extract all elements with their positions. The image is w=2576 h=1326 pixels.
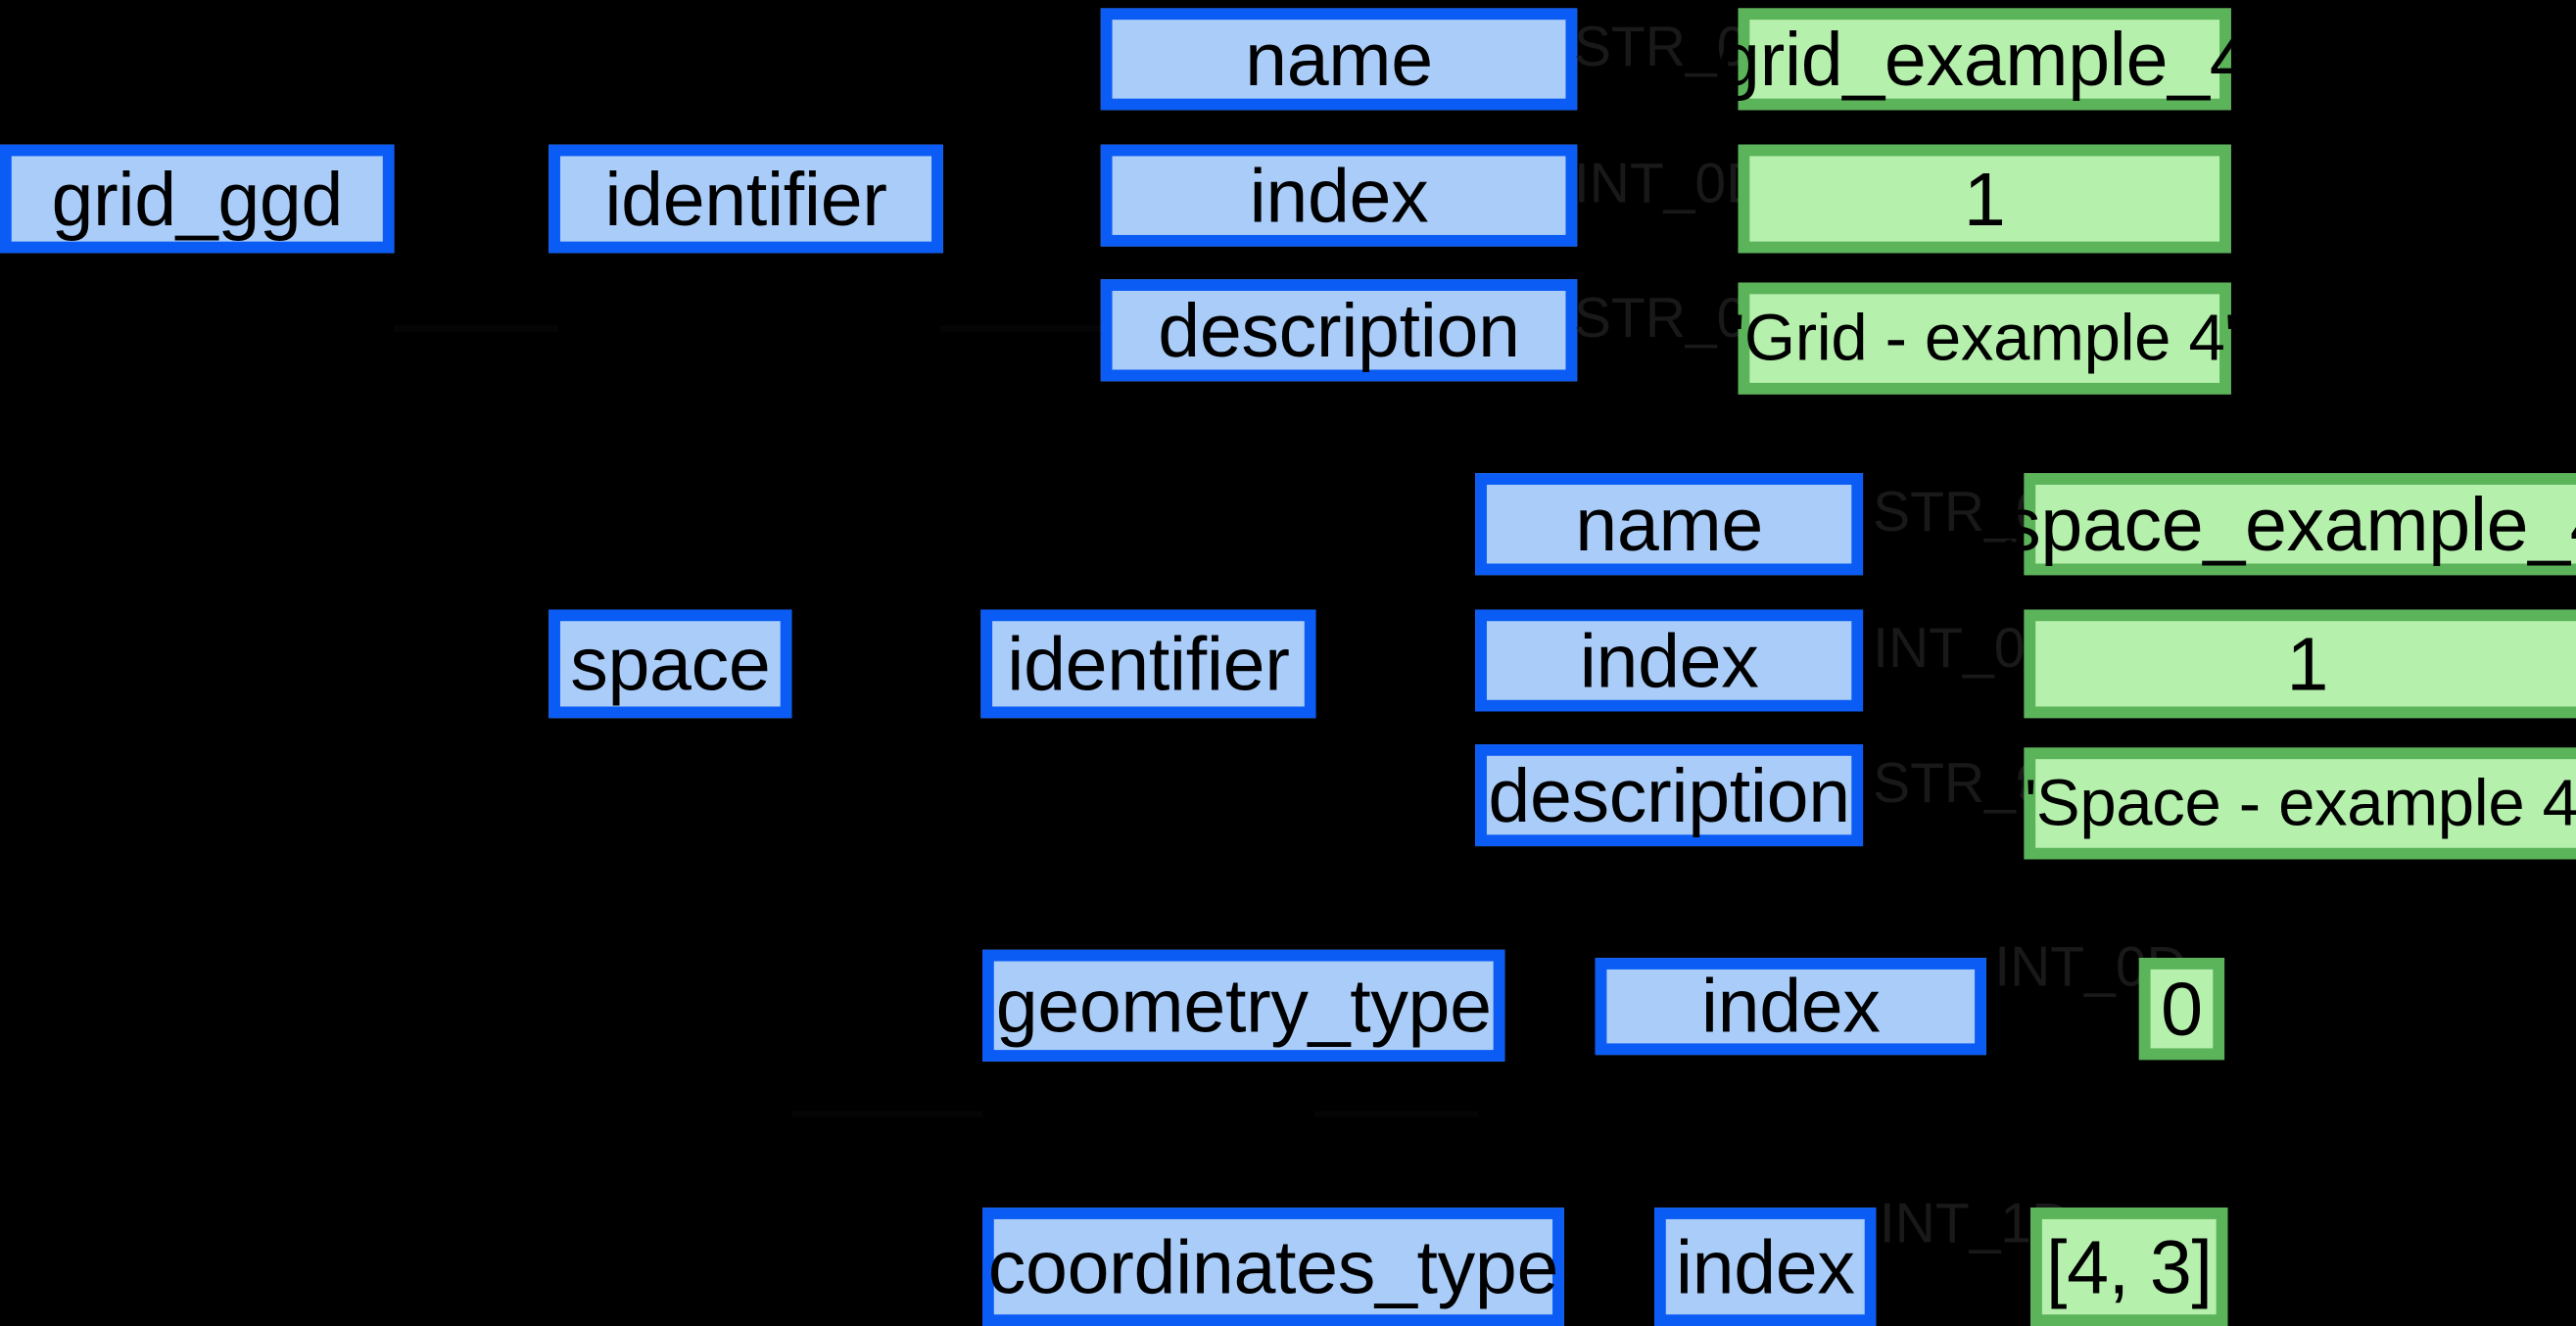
- value-space-description[interactable]: "Space - example 4": [2013, 747, 2576, 860]
- edge-label-grid-index: INT_0D: [1573, 153, 1767, 215]
- value-space-description-text: "Space - example 4": [2013, 767, 2576, 840]
- node-space-name-label: name: [1575, 481, 1763, 567]
- node-space-description[interactable]: description: [1475, 744, 1864, 847]
- node-coordinates-type-index[interactable]: index: [1654, 1208, 1877, 1326]
- node-coordinates-type[interactable]: coordinates_type: [982, 1208, 1564, 1326]
- value-grid-description[interactable]: "Grid - example 4": [1721, 282, 2248, 395]
- value-grid-description-text: "Grid - example 4": [1721, 302, 2248, 375]
- node-grid-index-label: index: [1249, 152, 1429, 239]
- value-geometry-type-index[interactable]: 0: [2138, 958, 2225, 1061]
- node-grid-identifier-label: identifier: [604, 156, 887, 242]
- value-coordinates-type-index-text: [4, 3]: [2045, 1223, 2213, 1309]
- node-coordinates-type-label: coordinates_type: [987, 1223, 1559, 1309]
- node-space-identifier[interactable]: identifier: [980, 609, 1316, 719]
- value-grid-index-text: 1: [1963, 156, 2006, 242]
- node-space[interactable]: space: [549, 609, 792, 719]
- value-space-index-text: 1: [2286, 620, 2329, 707]
- node-geometry-type-label: geometry_type: [995, 962, 1492, 1049]
- node-geometry-type[interactable]: geometry_type: [982, 949, 1505, 1062]
- node-grid-description[interactable]: description: [1100, 279, 1578, 382]
- node-grid-ggd[interactable]: grid_ggd: [0, 144, 395, 254]
- node-space-label: space: [570, 620, 771, 707]
- edge-identifier-to-name: [939, 325, 1105, 332]
- value-space-index[interactable]: 1: [2024, 609, 2576, 719]
- node-space-index-label: index: [1579, 617, 1759, 703]
- node-space-index[interactable]: index: [1475, 609, 1864, 712]
- node-coordinates-type-index-label: index: [1675, 1223, 1855, 1309]
- edge-space-identifier-to-name: [1313, 1111, 1479, 1117]
- node-geometry-type-index[interactable]: index: [1595, 958, 1986, 1056]
- value-coordinates-type-index[interactable]: [4, 3]: [2030, 1208, 2228, 1326]
- node-grid-name-label: name: [1245, 16, 1433, 102]
- value-space-name-text: "space_example_4": [1977, 481, 2576, 567]
- node-geometry-type-index-label: index: [1700, 963, 1881, 1050]
- value-geometry-type-index-text: 0: [2161, 966, 2203, 1052]
- value-grid-name[interactable]: "grid_example_4": [1692, 8, 2278, 111]
- value-grid-name-text: "grid_example_4": [1691, 16, 2278, 102]
- edge-grid-to-identifier: [394, 325, 559, 332]
- node-space-description-label: description: [1488, 752, 1850, 838]
- node-grid-description-label: description: [1158, 287, 1520, 373]
- node-grid-ggd-label: grid_ggd: [51, 156, 344, 242]
- node-grid-index[interactable]: index: [1100, 144, 1578, 247]
- node-grid-name[interactable]: name: [1100, 8, 1578, 111]
- node-space-name[interactable]: name: [1475, 473, 1864, 576]
- edge-space-to-identifier: [791, 1111, 983, 1117]
- value-space-name[interactable]: "space_example_4": [1977, 473, 2576, 576]
- value-grid-index[interactable]: 1: [1738, 144, 2231, 254]
- node-grid-identifier[interactable]: identifier: [549, 144, 943, 254]
- node-space-identifier-label: identifier: [1007, 620, 1290, 707]
